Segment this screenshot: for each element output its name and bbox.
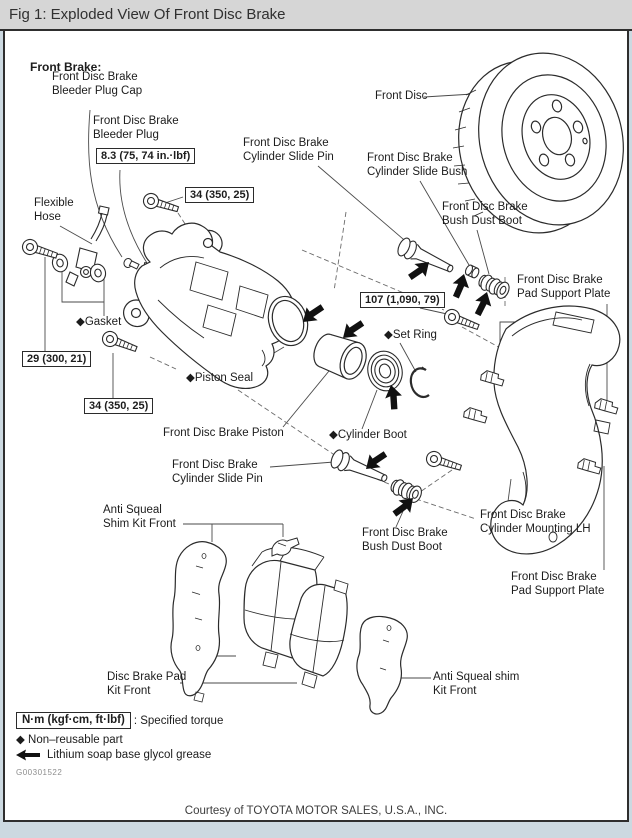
label-pad-kit: Disc Brake Pad Kit Front	[107, 671, 187, 697]
grease-arrow-icon	[16, 749, 40, 761]
label-anti-squeal-right: Anti Squeal shim Kit Front	[433, 671, 520, 697]
cylinder-boot-drawing	[367, 350, 403, 392]
torque-box-mounting: 107 (1,090, 79)	[360, 292, 445, 308]
caliper-bolt-lower	[99, 328, 140, 357]
label-pad-support-lower: Front Disc Brake Pad Support Plate	[511, 571, 605, 597]
label-set-ring: ◆Set Ring	[384, 329, 437, 341]
pads-and-shims	[170, 537, 408, 715]
torque-box-bleeder: 8.3 (75, 74 in.·lbf)	[96, 148, 196, 164]
torque-box-caliper-top: 34 (350, 25)	[185, 187, 255, 203]
piston-drawing	[313, 333, 367, 380]
caliper-drawing	[123, 222, 296, 390]
brake-pad-2	[289, 579, 349, 689]
legend: N·m (kgf·cm, ft·lbf) : Specified torque …	[16, 712, 223, 764]
label-front-disc: Front Disc	[375, 90, 428, 102]
piston-seal-drawing	[267, 295, 309, 347]
mounting-bracket-drawing	[490, 305, 621, 555]
non-reusable-note: ◆ Non–reusable part	[16, 734, 123, 746]
mounting-bolt-upper	[441, 306, 482, 335]
torque-box-caliper-lower: 34 (350, 25)	[84, 398, 154, 414]
figure-title: Fig 1: Exploded View Of Front Disc Brake	[9, 6, 286, 23]
label-flexible-hose: Flexible Hose	[34, 197, 74, 223]
set-ring-drawing	[409, 366, 430, 399]
label-slide-pin-upper: Front Disc Brake Cylinder Slide Pin	[243, 137, 334, 163]
label-anti-squeal-left: Anti Squeal Shim Kit Front	[103, 504, 176, 530]
label-slide-pin-lower: Front Disc Brake Cylinder Slide Pin	[172, 459, 263, 485]
anti-squeal-shim-right	[356, 615, 408, 715]
section-heading: Front Brake:	[30, 60, 102, 74]
bush-dust-boot-upper-drawing	[475, 271, 513, 301]
figure-title-bar: Fig 1: Exploded View Of Front Disc Brake	[0, 0, 632, 31]
label-bleeder-plug-cap: Front Disc Brake Bleeder Plug Cap	[52, 71, 143, 97]
label-gasket: ◆Gasket	[76, 316, 122, 328]
pad-wear-indicator	[271, 537, 300, 557]
torque-unit-desc: : Specified torque	[133, 714, 224, 727]
courtesy-footer: Courtesy of TOYOTA MOTOR SALES, U.S.A., …	[184, 805, 448, 817]
label-bleeder-plug: Front Disc Brake Bleeder Plug	[93, 115, 179, 141]
legend-non-reusable-row: ◆ Non–reusable part	[16, 732, 223, 746]
label-bush-dust-boot-upper: Front Disc Brake Bush Dust Boot	[442, 201, 528, 227]
disc-rim-hatching	[452, 89, 484, 217]
torque-unit-box: N·m (kgf·cm, ft·lbf)	[16, 712, 131, 729]
front-disc-drawing	[452, 52, 624, 234]
label-piston: Front Disc Brake Piston	[163, 427, 284, 439]
label-pad-support-upper: Front Disc Brake Pad Support Plate	[517, 274, 611, 300]
legend-torque-row: N·m (kgf·cm, ft·lbf) : Specified torque	[16, 712, 223, 729]
torque-box-banjo: 29 (300, 21)	[22, 351, 92, 367]
label-bush-dust-boot-lower: Front Disc Brake Bush Dust Boot	[362, 527, 448, 553]
figure-code: G00301522	[16, 768, 63, 777]
caliper-bolt-top	[141, 191, 181, 217]
label-cylinder-boot: ◆Cylinder Boot	[329, 429, 407, 441]
label-slide-bush: Front Disc Brake Cylinder Slide Bush	[367, 152, 468, 178]
legend-grease-row: Lithium soap base glycol grease	[16, 749, 223, 761]
flexible-hose-drawing	[65, 205, 110, 287]
label-cylinder-mounting: Front Disc Brake Cylinder Mounting LH	[480, 509, 591, 535]
bracket-detail-lines	[511, 311, 611, 543]
caliper-detail-lines	[157, 256, 269, 367]
grease-note: Lithium soap base glycol grease	[47, 749, 212, 761]
label-piston-seal: ◆Piston Seal	[186, 372, 254, 384]
mounting-bolt-lower	[423, 448, 464, 476]
slide-pin-upper-drawing	[394, 235, 513, 301]
disc-lug-holes	[530, 99, 588, 167]
